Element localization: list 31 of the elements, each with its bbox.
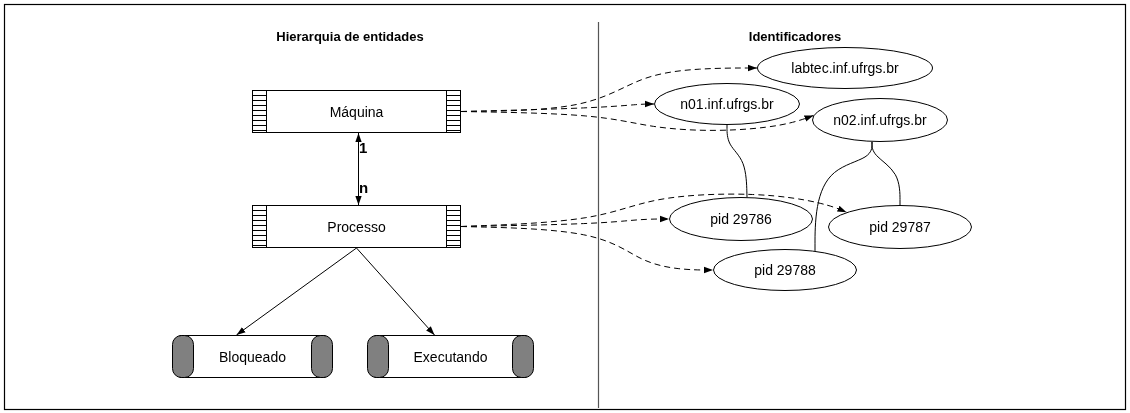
entity-box [252,205,461,248]
node-label: Executando [413,348,488,365]
dashed-arrow [460,111,814,131]
identifier-ellipse [812,98,948,142]
node-label: Máquina [329,103,384,120]
identifier-ellipse [669,197,813,241]
node-label: pid 29787 [869,219,931,235]
identifier-ellipse [713,249,857,291]
connector-line [814,141,873,252]
identifier-ellipse [654,83,800,125]
node-label: labtec.inf.ufrgs.br [791,60,899,76]
panel-heading: Hierarquia de entidades [276,29,424,44]
cardinality-label: n [359,179,369,196]
cardinality-label: 1 [359,139,368,156]
node-label: pid 29788 [754,262,816,278]
dashed-arrow [460,226,714,274]
identifier-ellipse [828,205,972,249]
arrow [355,132,362,206]
node-label: Processo [327,218,386,235]
arrow [356,247,435,336]
state-box [367,335,534,378]
identifier-ellipse [757,47,933,89]
node-label: pid 29786 [710,211,772,227]
entity-box [252,90,461,133]
connector-line [726,124,748,198]
node-label: Bloqueado [219,348,286,365]
node-label: n02.inf.ufrgs.br [833,112,927,128]
panel-heading: Identificadores [748,29,842,44]
node-label: n01.inf.ufrgs.br [680,96,774,112]
state-box [172,335,333,378]
arrow [236,247,357,336]
